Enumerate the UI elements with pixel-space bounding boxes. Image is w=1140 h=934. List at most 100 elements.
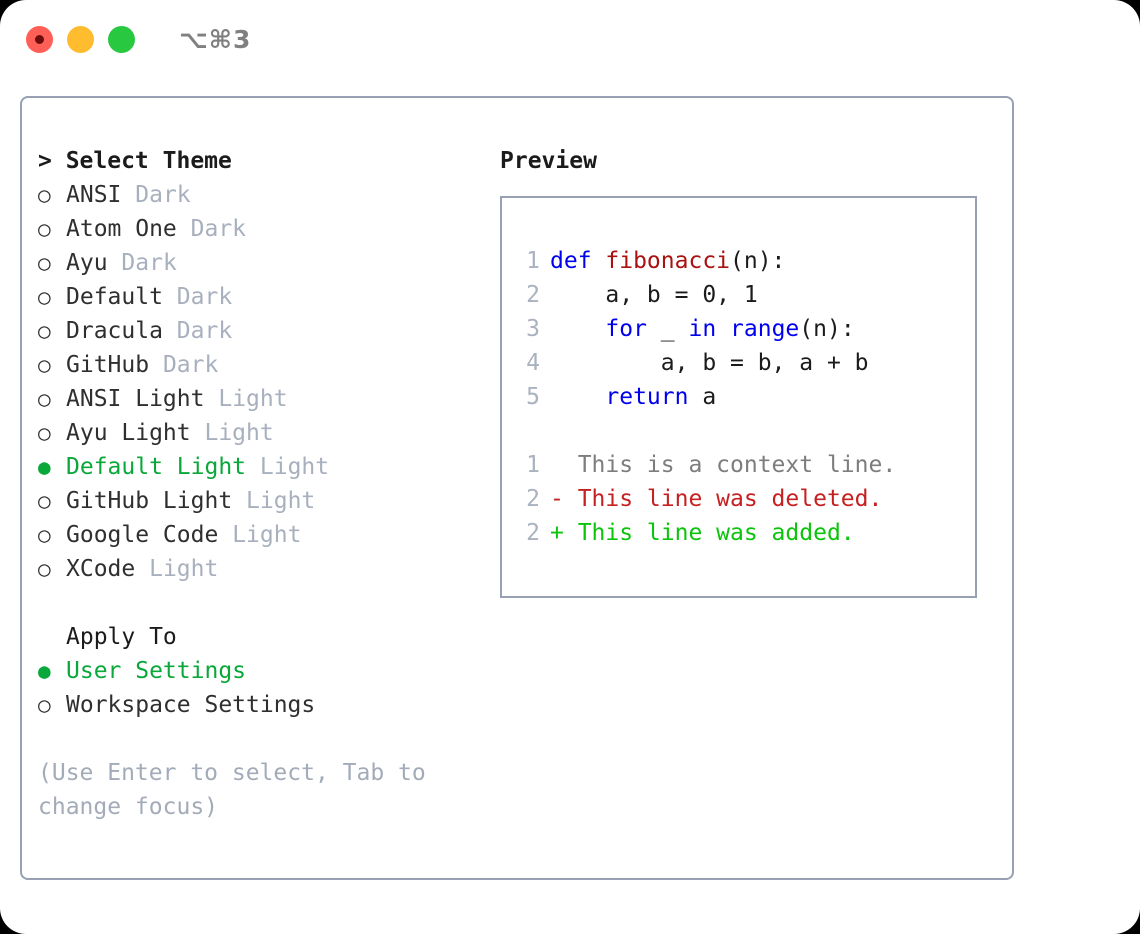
theme-name-label: Ayu — [66, 250, 108, 276]
line-number: 5 — [526, 384, 540, 410]
select-theme-header: > Select Theme — [38, 148, 232, 174]
radio-unselected-icon[interactable]: ○ — [38, 285, 51, 309]
theme-list-item[interactable]: ○ ANSI Dark — [38, 178, 492, 212]
radio-unselected-icon[interactable]: ○ — [38, 183, 51, 207]
theme-list-item[interactable]: ○ Default Dark — [38, 280, 492, 314]
keyboard-shortcut-label: ⌥⌘3 — [179, 24, 252, 54]
minimize-window-icon[interactable] — [67, 25, 94, 53]
theme-name-label: Default — [66, 284, 163, 310]
theme-category-tag: Dark — [176, 284, 233, 310]
theme-category-tag: Light — [204, 420, 274, 446]
section-spacer — [38, 586, 492, 620]
theme-name-label: Dracula — [66, 318, 163, 344]
apply-to-header: Apply To — [66, 624, 177, 650]
line-number: 1 — [526, 248, 540, 274]
apply-to-label: User Settings — [66, 658, 247, 684]
diff-line-text: + This line was added. — [550, 520, 855, 546]
theme-category-tag: Light — [259, 454, 330, 480]
diff-line-text: This is a context line. — [550, 452, 897, 478]
diff-line: 2 - This line was deleted. — [516, 482, 975, 516]
theme-list[interactable]: ○ ANSI Dark ○ Atom One Dark ○ Ayu Dark ○ Defaul… — [38, 178, 492, 586]
code-line: 2 a, b = 0, 1 — [516, 278, 975, 312]
apply-to-item[interactable]: ● User Settings — [38, 654, 492, 688]
theme-name-label: Atom One — [66, 216, 177, 242]
code-token — [550, 312, 605, 346]
theme-list-item[interactable]: ○ XCode Light — [38, 552, 492, 586]
code-token: _ — [646, 316, 689, 342]
label-spacer — [204, 382, 218, 416]
apply-to-label: Workspace Settings — [66, 692, 316, 718]
radio-unselected-icon[interactable]: ○ — [38, 251, 51, 275]
label-spacer — [121, 178, 135, 212]
theme-name-label: GitHub Light — [66, 488, 233, 514]
label-spacer — [218, 518, 232, 552]
theme-list-item[interactable]: ●Default Light Light — [38, 450, 492, 484]
code-token: a, b = 0, 1 — [550, 282, 758, 308]
code-token: in — [688, 316, 717, 342]
label-spacer — [232, 484, 246, 518]
radio-selected-icon[interactable]: ● — [38, 659, 51, 683]
theme-list-item[interactable]: ○GitHub Dark — [38, 348, 492, 382]
radio-unselected-icon[interactable]: ○ — [38, 319, 51, 343]
radio-unselected-icon[interactable]: ○ — [38, 557, 51, 581]
apply-to-item[interactable]: ○ Workspace Settings — [38, 688, 492, 722]
radio-selected-icon[interactable]: ● — [38, 455, 51, 479]
line-number: 1 — [526, 452, 540, 478]
label-spacer — [191, 416, 205, 450]
theme-list-item[interactable]: ○ ANSI Light Light — [38, 382, 492, 416]
radio-unselected-icon[interactable]: ○ — [38, 489, 51, 513]
theme-category-tag: Dark — [176, 318, 233, 344]
line-number: 2 — [526, 486, 540, 512]
radio-unselected-icon[interactable]: ○ — [38, 523, 51, 547]
code-token — [716, 312, 730, 346]
label-spacer — [246, 450, 260, 484]
theme-list-item[interactable]: ○ Dracula Dark — [38, 314, 492, 348]
label-spacer — [135, 552, 149, 586]
theme-list-item[interactable]: ○ Atom One Dark — [38, 212, 492, 246]
label-spacer — [163, 280, 177, 314]
radio-unselected-icon[interactable]: ○ — [38, 217, 51, 241]
theme-name-label: ANSI Light — [66, 386, 205, 412]
theme-picker-column: > Select Theme ○ANSI Dark○Atom One Dark○… — [22, 98, 492, 878]
theme-category-tag: Dark — [162, 352, 219, 378]
diff-line: 2+ This line was added. — [516, 516, 975, 550]
label-spacer — [163, 314, 177, 348]
traffic-lights — [26, 25, 135, 53]
maximize-window-icon[interactable] — [108, 25, 135, 53]
code-line: 4 a, b = b, a + b — [516, 346, 975, 380]
theme-category-tag: Dark — [190, 216, 247, 242]
code-diff-spacer — [516, 414, 975, 448]
theme-list-item[interactable]: ○ Ayu Light Light — [38, 416, 492, 450]
code-token: a, b = b, a + b — [550, 350, 869, 376]
radio-unselected-icon[interactable]: ○ — [38, 387, 51, 411]
line-number: 2 — [526, 282, 540, 308]
theme-list-item[interactable]: ○Google Code Light — [38, 518, 492, 552]
theme-name-label: Ayu Light — [66, 420, 191, 446]
label-spacer — [177, 212, 191, 246]
diff-line-text: - This line was deleted. — [550, 486, 883, 512]
label-spacer — [149, 348, 163, 382]
radio-unselected-icon[interactable]: ○ — [38, 693, 51, 717]
diff-line: 1 This is a context line. — [516, 448, 975, 482]
theme-category-tag: Light — [218, 386, 288, 412]
main-panel: > Select Theme ○ANSI Dark○Atom One Dark○… — [20, 96, 1014, 880]
radio-unselected-icon[interactable]: ○ — [38, 353, 51, 377]
theme-category-tag: Dark — [135, 182, 191, 208]
apply-to-list[interactable]: ● User Settings ○ Workspace Settings — [38, 654, 492, 722]
theme-name-label: ANSI — [66, 182, 122, 208]
theme-list-item[interactable]: ○Ayu Dark — [38, 246, 492, 280]
theme-list-item[interactable]: ○ GitHub Light Light — [38, 484, 492, 518]
theme-category-tag: Light — [149, 556, 219, 582]
code-token: range — [730, 316, 800, 342]
radio-unselected-icon[interactable]: ○ — [38, 421, 51, 445]
code-token: for — [605, 316, 647, 342]
window-titlebar: ⌥⌘3 — [0, 0, 1140, 78]
close-window-icon[interactable] — [26, 25, 53, 53]
code-token: return — [605, 384, 689, 410]
theme-category-tag: Light — [246, 488, 316, 514]
theme-name-label: XCode — [66, 556, 136, 582]
